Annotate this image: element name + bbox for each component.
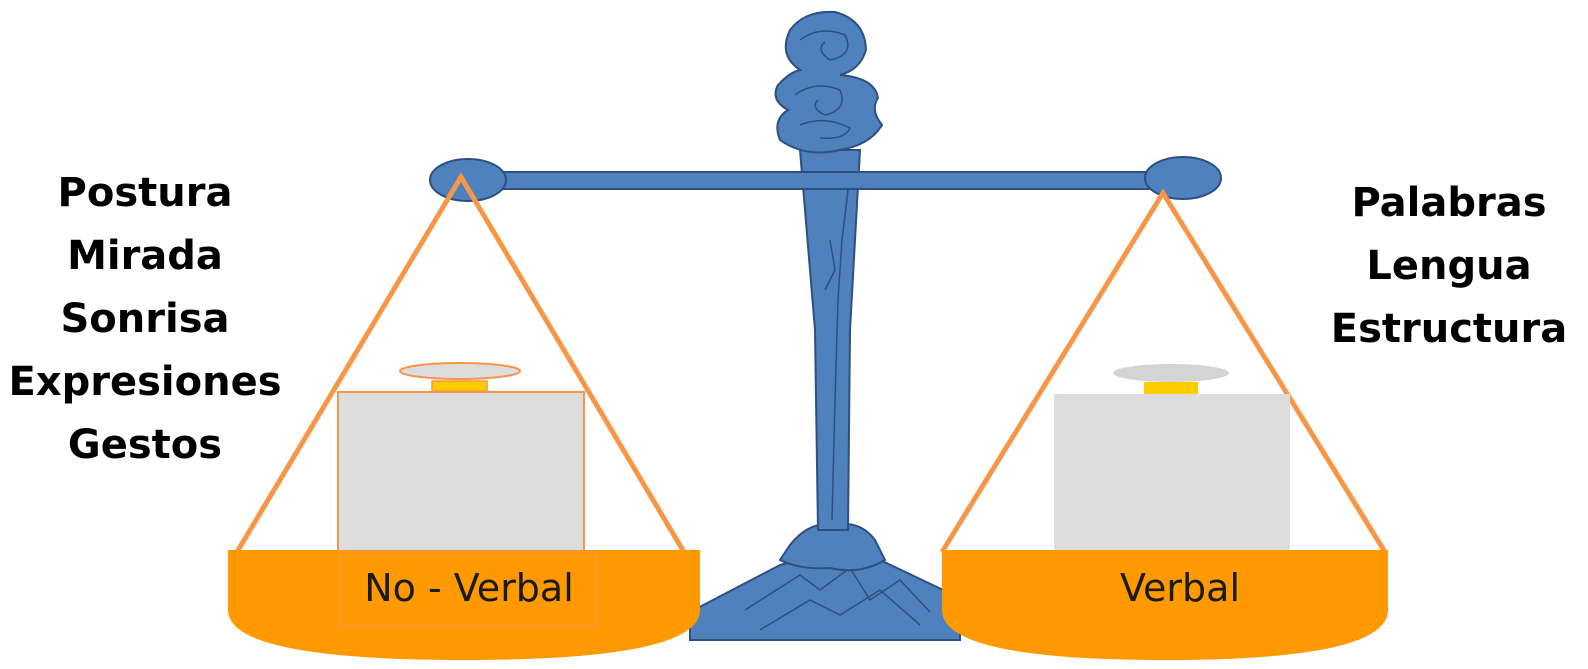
right-weight-plate xyxy=(1113,364,1229,382)
scale-top-ornament-texture xyxy=(794,30,851,140)
list-item: Gestos xyxy=(67,422,223,468)
list-item: Sonrisa xyxy=(60,296,230,342)
left-weight-plate xyxy=(399,362,521,380)
left-weight-box xyxy=(337,391,585,553)
list-item: Lengua xyxy=(1366,243,1532,289)
list-item: Postura xyxy=(57,170,233,216)
scale-beam xyxy=(479,171,1171,190)
verbal-items-list: Palabras Lengua Estructura xyxy=(1318,172,1580,361)
non-verbal-pan-label: No - Verbal xyxy=(364,566,574,610)
list-item: Estructura xyxy=(1330,306,1568,352)
scale-top-ornament xyxy=(774,10,884,154)
beam-left-end xyxy=(429,158,507,202)
scale-pillar-texture xyxy=(824,189,849,521)
left-pan-strings xyxy=(234,172,687,554)
right-pan xyxy=(942,550,1388,660)
left-pan-label-box xyxy=(339,551,597,627)
beam-right-end xyxy=(1144,156,1222,200)
right-weight-top xyxy=(1144,382,1198,394)
left-pan xyxy=(228,550,700,660)
list-item: Mirada xyxy=(67,233,223,279)
list-item: Palabras xyxy=(1351,180,1547,226)
right-pan-strings xyxy=(939,188,1388,554)
list-item: Expresiones xyxy=(8,359,282,405)
verbal-pan-label: Verbal xyxy=(1119,566,1240,610)
left-weight-top xyxy=(431,380,488,392)
right-weight-box xyxy=(1054,394,1290,550)
non-verbal-items-list: Postura Mirada Sonrisa Expresiones Gesto… xyxy=(0,162,290,477)
scale-pillar xyxy=(798,149,862,531)
